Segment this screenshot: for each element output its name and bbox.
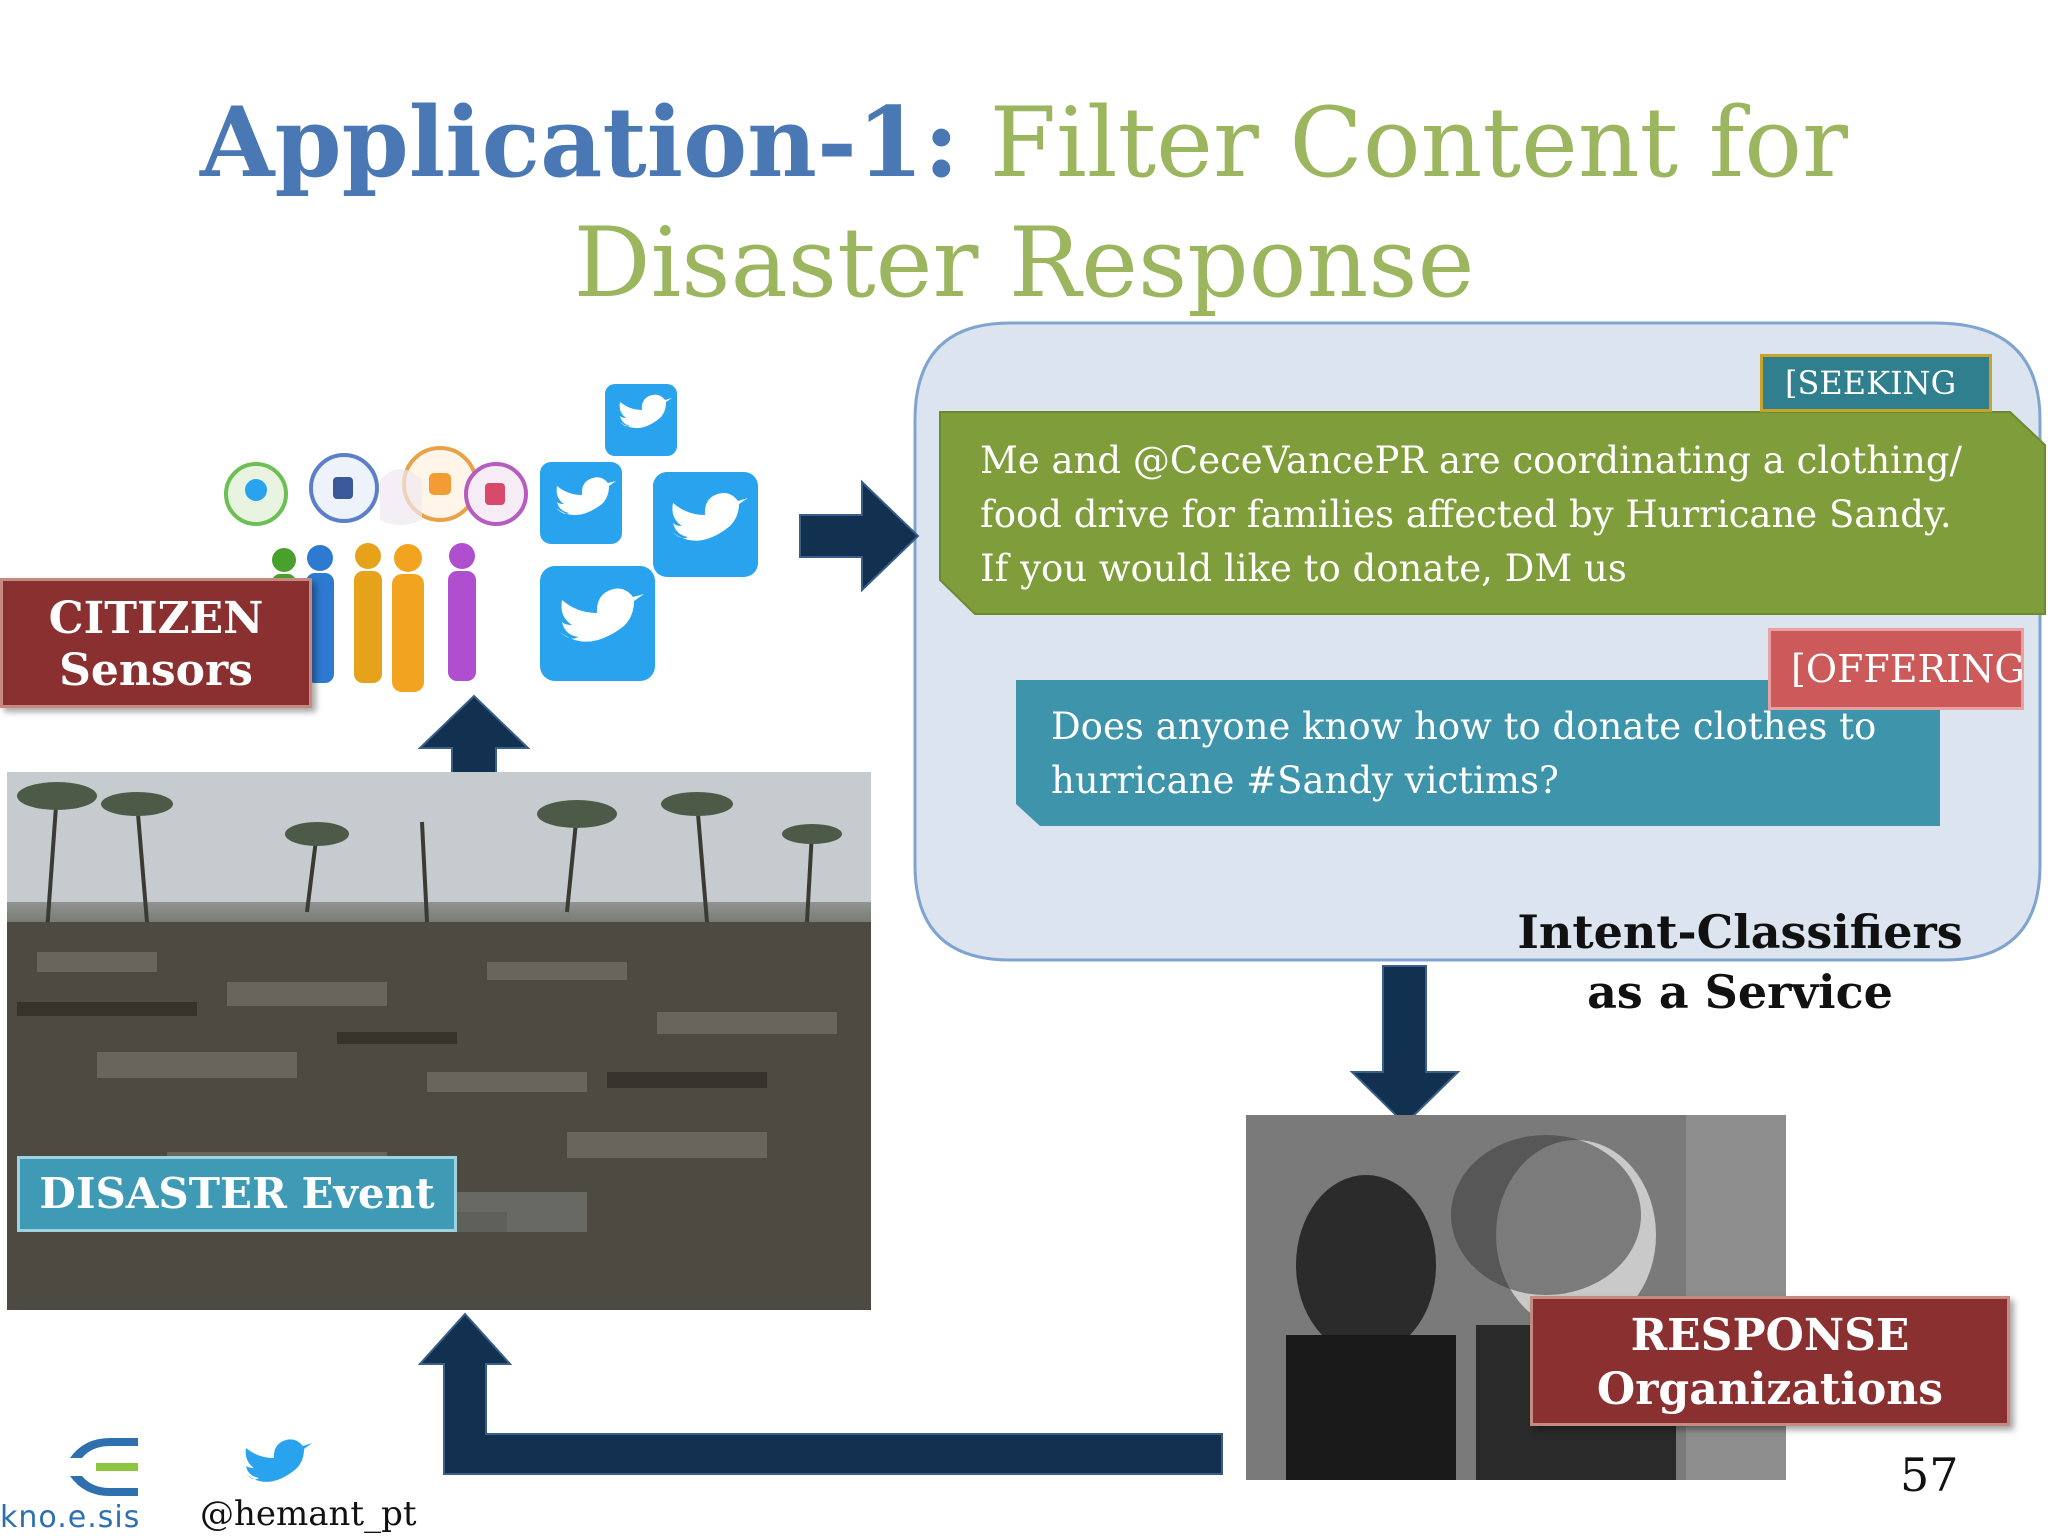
title-line2: Disaster Response <box>573 207 1475 319</box>
title-prefix: Application-1: <box>200 86 960 199</box>
seeking-tweet-line: food drive for families affected by Hurr… <box>980 493 1952 536</box>
arrow-return-to-disaster <box>417 1312 1223 1475</box>
slide-number: 57 <box>1900 1448 1959 1502</box>
offering-tweet-bubble <box>1016 680 1940 826</box>
classifier-line1: Intent-Classifiers <box>1517 905 1963 959</box>
seeking-tweet-line: Me and @CeceVancePR are coordinating a c… <box>980 439 1962 482</box>
citizen-sensors-box: CITIZEN Sensors <box>0 578 312 708</box>
twitter-bird-icon <box>653 472 758 577</box>
offering-tweet-text: Does anyone know how to donate clothes t… <box>1051 700 1876 808</box>
intent-classifiers-label: Intent-Classifiers as a Service <box>1480 902 2000 1022</box>
citizen-box-line1: CITIZEN <box>48 593 264 644</box>
title-line1: Filter Content for <box>989 87 1848 199</box>
offering-tag: [OFFERING <box>1768 628 2025 710</box>
footer-twitter-icon <box>245 1439 312 1482</box>
arrow-down-response <box>1349 965 1461 1126</box>
twitter-bird-icon <box>540 462 622 544</box>
seeking-tweet-text: Me and @CeceVancePR are coordinating a c… <box>980 434 1962 596</box>
disaster-scene-art <box>7 772 871 1310</box>
citizen-box-line2: Sensors <box>59 645 253 696</box>
knoesis-logo-mark <box>70 1438 138 1496</box>
offering-tweet-line: hurricane #Sandy victims? <box>1051 759 1559 802</box>
response-box-line2: Organizations <box>1596 1364 1944 1415</box>
seeking-tag: [SEEKING <box>1760 354 1992 412</box>
disaster-event-label: DISASTER Event <box>17 1156 457 1232</box>
knoesis-logo-text: kno.e.sis <box>0 1500 141 1535</box>
response-box-line1: RESPONSE <box>1630 1310 1910 1361</box>
seeking-tweet-line: If you would like to donate, DM us <box>980 547 1627 590</box>
response-organizations-box: RESPONSE Organizations <box>1530 1296 2010 1426</box>
twitter-handle: @hemant_pt <box>200 1494 417 1534</box>
slide-title: Application-1: Filter Content for <box>0 85 2048 201</box>
classifier-line2: as a Service <box>1587 965 1893 1019</box>
seeking-tweet-bubble <box>939 411 2046 615</box>
social-speech-bubbles-icon <box>224 446 528 526</box>
twitter-bird-icon <box>605 384 677 456</box>
arrow-right <box>799 479 920 593</box>
offering-tweet-line: Does anyone know how to donate clothes t… <box>1051 705 1877 748</box>
twitter-bird-icon <box>540 566 655 681</box>
